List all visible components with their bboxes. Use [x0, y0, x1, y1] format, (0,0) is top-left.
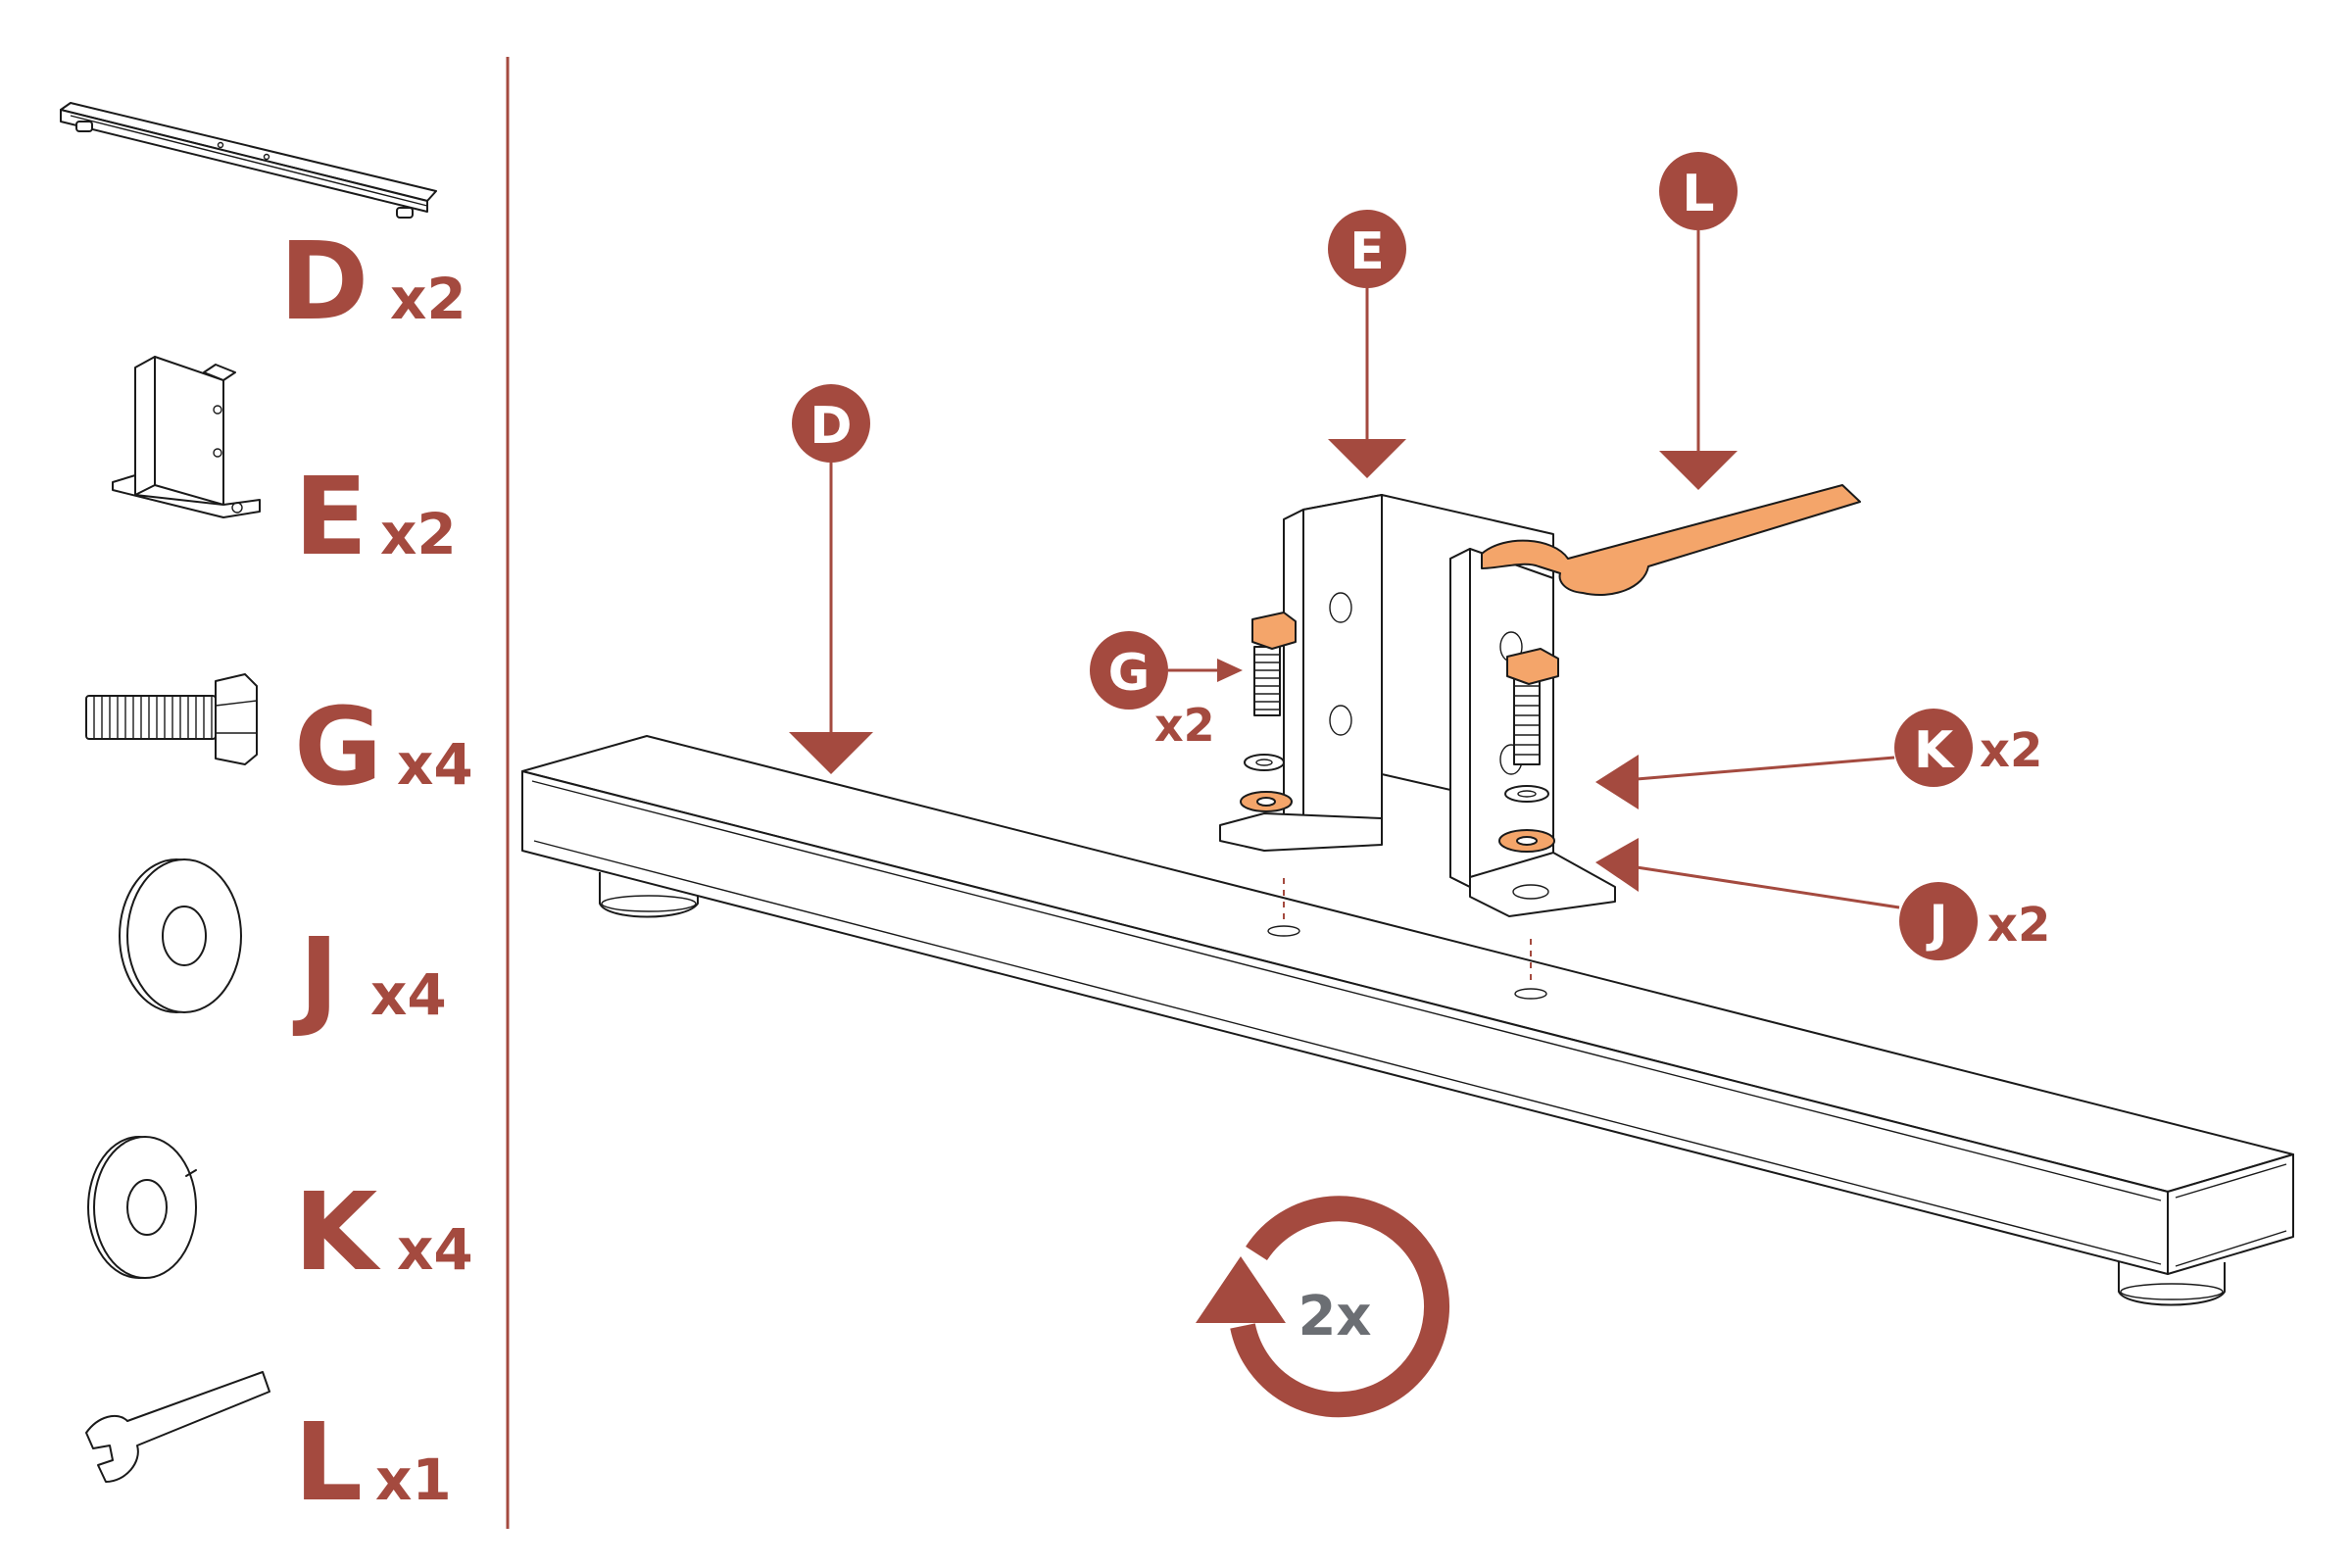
callout-k-arrow: [1595, 755, 1639, 809]
callouts: D E L G x2 K x2: [789, 152, 2050, 960]
callout-j: J x2: [1595, 838, 2050, 960]
callout-e-letter: E: [1349, 222, 1385, 281]
part-k-letter: K: [294, 1169, 381, 1295]
repeat-arrow-icon: [1230, 1196, 1450, 1418]
assembly-view: [521, 484, 2294, 1306]
callout-g-arrow: [1217, 659, 1243, 682]
callout-l-letter: L: [1682, 165, 1714, 223]
bracket-e: [1219, 494, 1616, 917]
callout-g: G x2: [1090, 631, 1243, 752]
part-d-quantity: x2: [390, 266, 466, 332]
part-j-letter: J: [292, 914, 339, 1040]
part-k-lock-washer-icon: [87, 1136, 197, 1279]
part-j-quantity: x4: [370, 961, 447, 1028]
part-k-quantity: x4: [397, 1216, 473, 1283]
part-g-bolt-icon: [85, 673, 258, 765]
repeat-indicator: 2x: [1196, 1196, 1450, 1418]
callout-d: D: [789, 384, 873, 774]
part-e-letter: E: [294, 454, 368, 579]
callout-j-letter: J: [1926, 895, 1947, 954]
part-j-washer-icon: [119, 858, 242, 1013]
callout-l-arrow: [1659, 451, 1738, 490]
bar-d: [521, 735, 2294, 1275]
callout-j-quantity: x2: [1987, 898, 2050, 953]
part-e-bracket-icon: [112, 356, 261, 518]
bolt-g-left: [1240, 612, 1297, 812]
callout-d-letter: D: [809, 397, 852, 456]
callout-e: E: [1328, 210, 1406, 478]
callout-g-letter: G: [1108, 644, 1151, 703]
callout-d-arrow: [789, 732, 873, 774]
part-e-quantity: x2: [380, 501, 457, 567]
callout-j-arrow: [1595, 838, 1639, 892]
repeat-label: 2x: [1298, 1285, 1371, 1348]
part-l-wrench-icon: [85, 1371, 270, 1483]
wrench-l: [1481, 484, 1861, 596]
callout-k-letter: K: [1914, 721, 1955, 780]
part-g-letter: G: [294, 684, 382, 809]
callout-e-arrow: [1328, 439, 1406, 478]
parts-list: D x2 E x2: [60, 102, 473, 1525]
part-l-quantity: x1: [375, 1446, 452, 1513]
part-d-bar-icon: [60, 102, 437, 219]
callout-l: L: [1659, 152, 1738, 490]
bolt-g-right: [1498, 648, 1559, 853]
part-l-letter: L: [294, 1399, 363, 1525]
part-d-letter: D: [279, 219, 368, 344]
part-g-quantity: x4: [397, 731, 473, 798]
callout-g-quantity: x2: [1154, 699, 1215, 752]
callout-k-quantity: x2: [1980, 723, 2042, 778]
callout-k: K x2: [1595, 709, 2042, 809]
foot-right: [2118, 1260, 2226, 1306]
